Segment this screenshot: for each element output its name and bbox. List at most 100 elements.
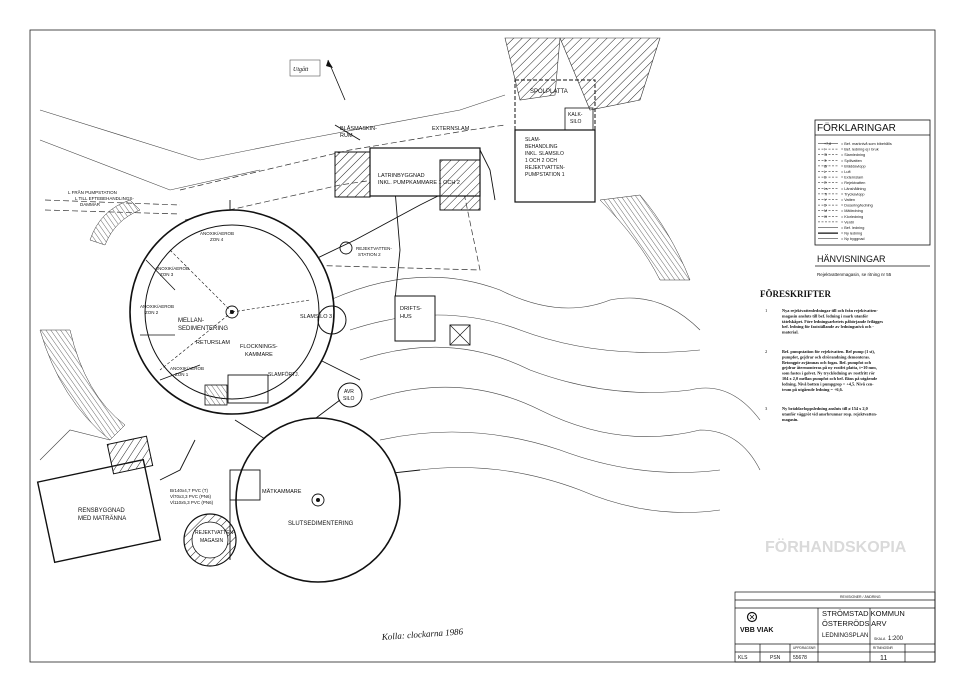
latrin-label-1: LATRINBYGGNAD [378,173,425,179]
note-number: 1 [765,308,767,313]
note-line: utanför väggröt vid ansrbrunnar resp. re… [782,412,878,417]
note-line: material. [782,330,799,335]
legend-symbol: L [824,170,826,174]
notes-title: FÖRESKRIFTER [760,289,832,299]
pump-left-label-3: DAMMAR [80,202,101,207]
zon4-label-b: ZON 4 [210,237,224,242]
slambeh-label-1: SLAM- [525,137,541,143]
legend-text: = Ventil [841,220,854,224]
note-line: Bef. pumpstation för rejektvatten. Bef p… [782,349,875,354]
company-name: VBB VIAK [740,627,773,634]
slambeh-label-6: PUMPSTATION 1 [525,172,565,178]
scale-value: 1:200 [888,636,904,642]
note-line: magasin. [782,417,798,422]
avr-silo [337,382,363,408]
sheet-border [29,29,936,663]
legend-symbol: R [824,181,827,185]
driftshus-label-1: DRIFTS- [400,306,422,312]
latrin-annex [439,159,481,211]
well-symbol-icon [449,324,471,346]
externslam-label: EXTERNSLAM [432,126,470,132]
legend-text: = Luft [841,170,852,174]
rensbyggnad [36,435,162,564]
legend-text: = Bräddavlopp [841,164,866,168]
legend-symbol: I [824,148,825,152]
pipe-spec-3: Vl110x5,3 PVC (PN6) [170,500,214,505]
references-title: HÄNVISNINGAR [817,254,886,264]
legend-text: = Bef. ledning ej i bruk [841,148,879,152]
zon3-label-b: ZON 3 [160,272,174,277]
slambeh-label-5: REJEKTVATTEN- [525,165,565,171]
project-line-2: ÖSTERRÖDS ARV [822,619,886,628]
legend-symbol: Kl [824,215,827,219]
inner-chamber-2 [204,384,228,406]
rev-header: REVISIONER / ÄNDRING [840,595,881,599]
rejpump-label-1: REJEKTVATTEN- [356,246,392,251]
project-number: 55678 [793,655,807,661]
legend-text: = Dosering/ledning [841,204,873,208]
project-line-1: STRÖMSTAD KOMMUN [822,609,905,618]
vbb-logo-icon [746,611,758,623]
sheet-label: RITNINGSNR [873,646,894,650]
rejekt-station-2 [339,241,353,255]
svg-text:Utgått: Utgått [293,66,309,73]
designer: KLS [738,655,748,661]
legend-text: = Tryckavlopp [841,192,865,196]
pipe-spec-1: Br140x4,7 PVC (T) [170,488,209,493]
legend-symbol: M [824,209,827,213]
legend-symbol: Tr [824,192,828,196]
pipe-spec-2: Vl70x3,3 PVC (PN6) [170,494,212,499]
kalksilo-label-2: SILO [570,119,582,125]
slambeh-label-4: 1 OCH 2 OCH [525,158,557,164]
legend-symbol: D [824,204,827,208]
zon3-label: ANOXIK/AEROB [155,266,189,271]
plan-name: LEDNINGSPLAN [822,633,868,639]
legend-text: = Slamledning [841,153,865,157]
zon2-label: ANOXIK/AEROB [140,304,174,309]
note-line: Nya rejektvattenledningar till och från … [782,308,878,313]
returslam-label: RETURSLAM [196,340,230,346]
legend-symbol: Ls [824,187,828,191]
legend-symbol: Br [824,164,828,168]
note-line: som fastes i golvet. Ny tryckledning av … [782,371,875,376]
flock-label-2: KAMMARE [245,352,273,358]
slamsilo-label: SLAMSILO 3 [300,314,332,320]
note-line: gejdrar återmonteras på ny rostfri platt… [782,365,877,370]
rejmag-label-2: MAGASIN [200,538,223,544]
slutsed-label: SLUTSEDIMENTERING [288,521,354,527]
blasmaskin-label: BLÅSMASKIN- [340,125,377,132]
driftshus [394,295,436,342]
legend-title: FÖRKLARINGAR [817,122,896,134]
slambeh-label-2: BEHANDLING [525,144,558,150]
note-line: tätelskåpet. Före ledningsarbetets påbör… [782,319,883,324]
legend-text: = Spillvatten [841,159,862,163]
north-arrow-icon [326,59,346,101]
slambehandling-building [514,129,596,203]
checker: PSN [770,655,781,661]
blasmaskin-label-2: RUM [340,133,353,139]
pump-left-label-2: L TILL EFTEBEHANDLINGS- [75,196,134,201]
legend-box [814,119,931,246]
rensbyggnad-label-1: RENSBYGGNAD [78,508,125,514]
legend-symbol: V [824,198,827,202]
zon1-label-b: ZON 1 [175,372,189,377]
note-line: pumpfot, gejdrar och elrörandning demont… [782,354,870,359]
legend-text: = Rejektvatten [841,181,865,185]
note-number: 3 [765,406,768,411]
note-number: 2 [765,349,767,354]
pump-left-label-1: L FRÅN PUMPSTATION [68,189,117,195]
latrin-building-hatch [334,151,371,198]
rejmag-label-1: REJEKTVATTEN- [195,530,235,536]
note-line: magasin ansluts till bef. ledning i mark… [782,313,868,318]
note-line: trum på utgående ledning = +6,6. [782,387,843,392]
legend-symbol: +7,8 [824,142,831,146]
legend-text: = Ny byggnad [841,237,865,241]
terrain-slopes [39,37,691,441]
rensbyggnad-label-2: MED MATRÄNNA [78,515,126,522]
avr-label-2: SILO [343,396,355,402]
references-text: Rejektvattenmagasin, se ritning nr 55 [817,272,892,277]
legend-text: = Ny ledning [841,232,862,236]
mellan-label-1: MELLAN- [178,318,204,324]
